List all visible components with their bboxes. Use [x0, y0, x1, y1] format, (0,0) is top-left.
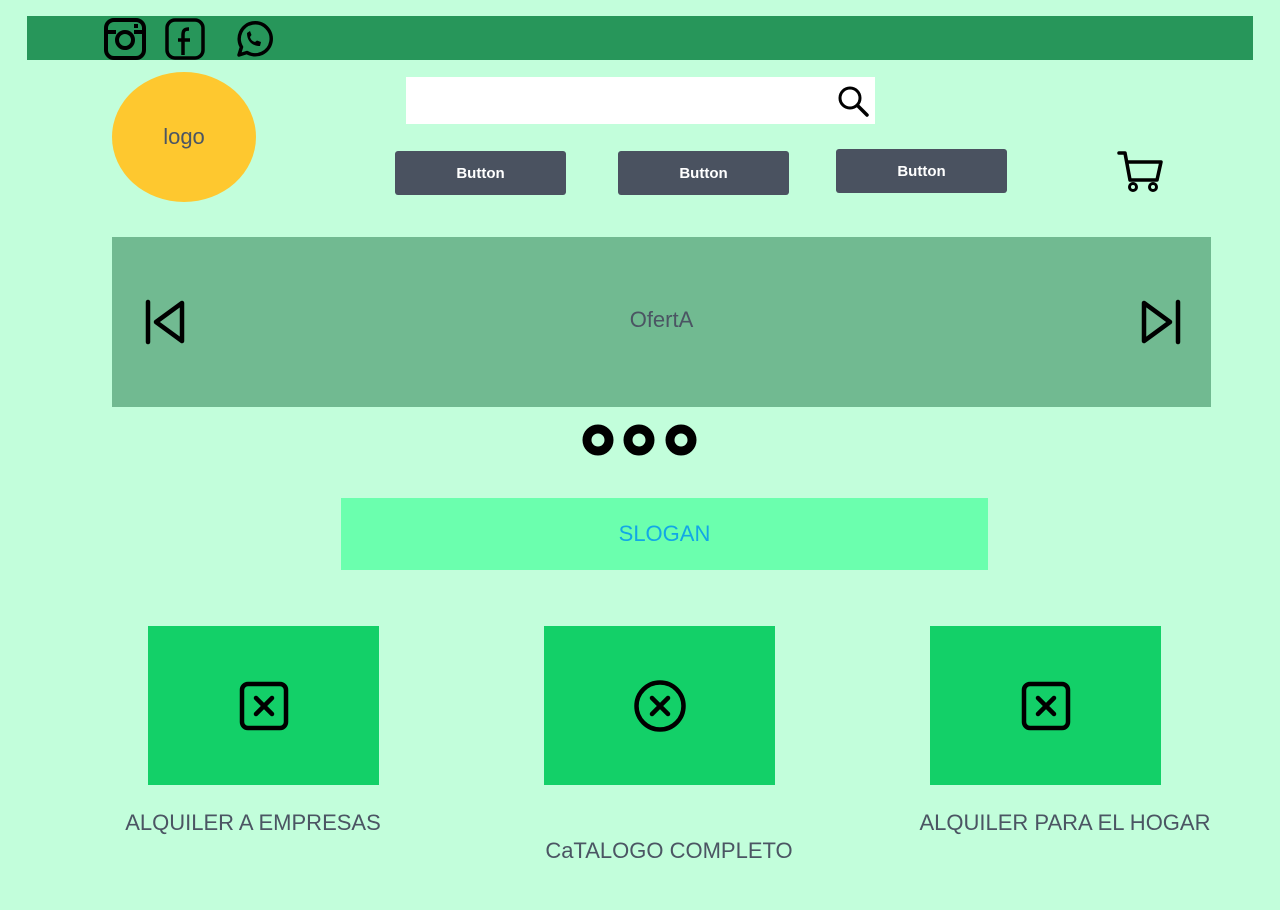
social-bar	[27, 16, 1253, 60]
category-card-home[interactable]	[930, 626, 1161, 785]
carousel-prev-button[interactable]	[142, 299, 188, 345]
category-label-catalog[interactable]: CaTALOGO COMPLETO	[545, 838, 793, 863]
cart-icon	[1117, 151, 1163, 192]
nav-button-3[interactable]: Button	[836, 149, 1007, 193]
category-label-business[interactable]: ALQUILER A EMPRESAS	[125, 810, 381, 835]
search-box	[406, 77, 875, 124]
dot-icon	[665, 424, 697, 456]
whatsapp-icon	[237, 21, 273, 57]
nav-button-2[interactable]: Button	[618, 151, 789, 195]
close-circle-icon	[633, 679, 686, 732]
nav-button-1[interactable]: Button	[395, 151, 566, 195]
dot-icon	[623, 424, 655, 456]
search-input[interactable]	[406, 77, 826, 124]
skip-previous-icon	[145, 299, 185, 345]
slogan-text: SLOGAN	[618, 521, 711, 546]
instagram-icon	[104, 18, 146, 60]
category-card-business[interactable]	[148, 626, 379, 785]
facebook-link[interactable]	[163, 18, 207, 60]
logo-text: logo	[163, 124, 205, 149]
offer-carousel: OfertA	[112, 237, 1211, 407]
carousel-indicator-2[interactable]	[623, 424, 655, 456]
skip-next-icon	[1141, 299, 1181, 345]
facebook-icon	[165, 18, 205, 60]
cart-button[interactable]	[1117, 150, 1163, 194]
slogan-banner: SLOGAN	[341, 498, 988, 570]
search-icon	[838, 86, 869, 117]
category-card-catalog[interactable]	[544, 626, 775, 785]
dot-icon	[582, 424, 614, 456]
close-square-icon	[1021, 681, 1070, 730]
close-square-icon	[239, 681, 288, 730]
offer-text: OfertA	[629, 307, 694, 332]
whatsapp-link[interactable]	[231, 18, 275, 60]
search-button[interactable]	[835, 83, 871, 119]
carousel-indicator-1[interactable]	[582, 424, 614, 456]
category-label-home[interactable]: ALQUILER PARA EL HOGAR	[919, 810, 1211, 835]
carousel-indicator-3[interactable]	[665, 424, 697, 456]
logo[interactable]: logo	[112, 72, 256, 202]
instagram-link[interactable]	[103, 18, 147, 60]
carousel-next-button[interactable]	[1138, 299, 1184, 345]
